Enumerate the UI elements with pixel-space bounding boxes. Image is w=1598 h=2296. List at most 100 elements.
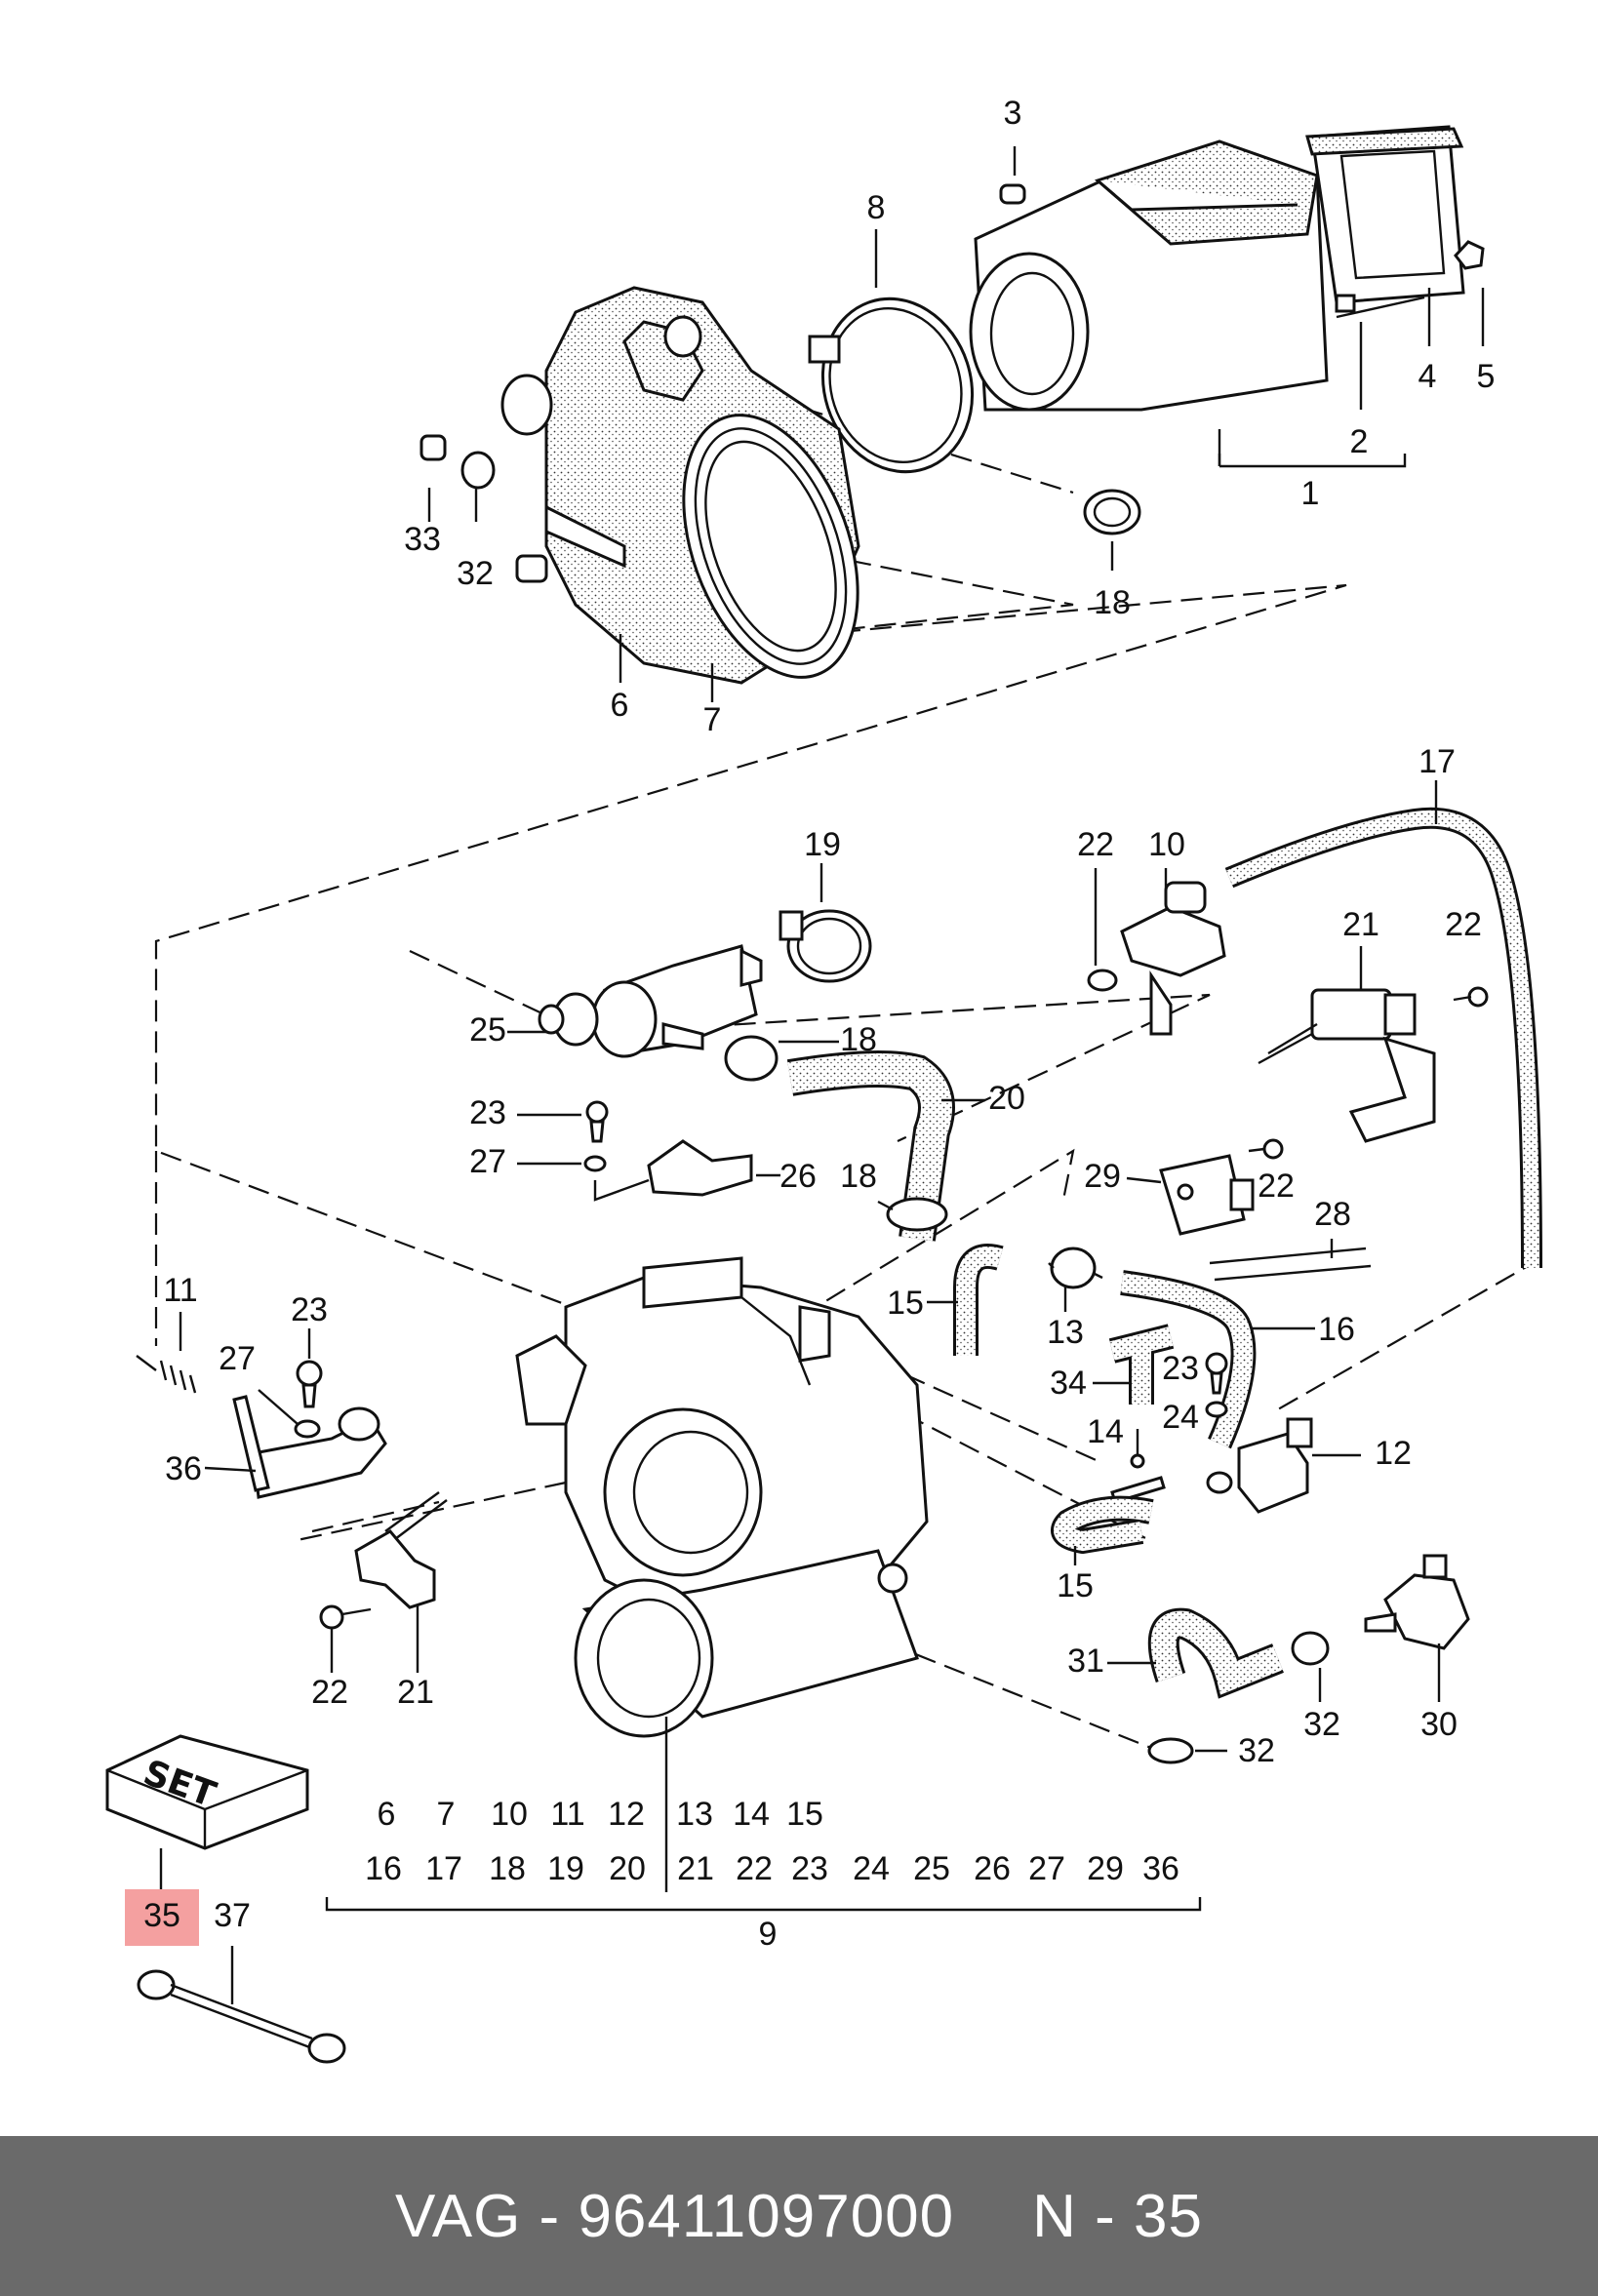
set-list-item: 19 — [547, 1850, 584, 1887]
throttle-body-assembly — [515, 1256, 929, 1738]
intake-seal-7 — [682, 414, 859, 679]
set-list-item: 14 — [733, 1796, 770, 1833]
callout-9: 9 — [759, 1916, 778, 1953]
callout-5: 5 — [1477, 358, 1496, 395]
set-box-35: SET — [105, 1734, 309, 1850]
set-list-item: 36 — [1142, 1850, 1179, 1887]
clamp-32-bottom — [1147, 1737, 1194, 1764]
t-piece-34 — [1109, 1326, 1174, 1405]
set-list-item: 16 — [365, 1850, 402, 1887]
callout-32: 32 — [457, 555, 494, 592]
callout-15: 15 — [887, 1285, 924, 1322]
position-prefix: N — [1032, 2182, 1077, 2250]
callout-23: 23 — [469, 1094, 506, 1131]
part-number: 96411097000 — [578, 2182, 955, 2250]
washer-27-mid — [583, 1155, 607, 1172]
set-list-item: 20 — [609, 1850, 646, 1887]
callout-13: 13 — [1047, 1314, 1084, 1351]
callout-35: 35 — [143, 1897, 180, 1934]
callout-25: 25 — [469, 1011, 506, 1049]
screw-23-right — [1205, 1352, 1228, 1395]
position-separator: - — [1095, 2182, 1116, 2250]
callout-7: 7 — [703, 701, 722, 738]
callout-6: 6 — [611, 687, 629, 724]
callout-18: 18 — [840, 1158, 877, 1195]
callout-32: 32 — [1303, 1706, 1340, 1743]
screw-23-left — [296, 1360, 323, 1408]
callout-27: 27 — [219, 1340, 256, 1377]
callout-15: 15 — [1057, 1567, 1094, 1604]
callout-32: 32 — [1238, 1732, 1275, 1769]
brand-separator: - — [539, 2182, 561, 2250]
callout-29: 29 — [1084, 1158, 1121, 1195]
hose-clamp-8 — [808, 297, 975, 474]
air-flow-meter — [969, 125, 1485, 412]
line-28 — [1209, 1247, 1372, 1282]
callout-20: 20 — [988, 1080, 1025, 1117]
callout-2: 2 — [1350, 423, 1369, 460]
set-list-item: 23 — [791, 1850, 828, 1887]
set-list-item: 12 — [608, 1796, 645, 1833]
set-list-item: 25 — [913, 1850, 950, 1887]
callout-30: 30 — [1420, 1706, 1458, 1743]
hose-31 — [1150, 1610, 1283, 1695]
callout-27: 27 — [469, 1143, 506, 1180]
position-highlight — [125, 1889, 199, 1946]
set-list-item: 29 — [1087, 1850, 1124, 1887]
callout-36: 36 — [165, 1450, 202, 1487]
bracket-26 — [647, 1139, 753, 1197]
vacuum-unit-10 — [1087, 881, 1226, 1036]
solenoid-valve-12 — [1206, 1417, 1313, 1514]
callout-12: 12 — [1375, 1435, 1412, 1472]
callout-23: 23 — [291, 1291, 328, 1328]
vacuum-tube-17 — [1225, 810, 1539, 1269]
connector-21-lower — [354, 1491, 448, 1609]
callout-22: 22 — [1445, 906, 1482, 943]
screw-22-right — [1453, 986, 1489, 1008]
callout-33: 33 — [404, 521, 441, 558]
callout-18: 18 — [840, 1021, 877, 1058]
screw-22-mid — [1248, 1138, 1284, 1160]
pressure-switch-30 — [1364, 1554, 1470, 1650]
callout-4: 4 — [1418, 358, 1437, 395]
callout-37: 37 — [214, 1897, 251, 1934]
washer-24 — [1205, 1401, 1228, 1418]
set-list-item: 10 — [491, 1796, 528, 1833]
leader-line — [258, 1389, 299, 1425]
set-list-item: 21 — [677, 1850, 714, 1887]
clamp-32-top — [460, 451, 496, 522]
set-list-item: 24 — [853, 1850, 890, 1887]
part-info-footer: VAG - 96411097000 N - 35 — [0, 2136, 1598, 2296]
callout-14: 14 — [1087, 1413, 1124, 1450]
rod-37 — [137, 1969, 346, 2064]
callout-26: 26 — [779, 1158, 817, 1195]
set-list-item: 17 — [425, 1850, 462, 1887]
callout-16: 16 — [1318, 1311, 1355, 1348]
callout-3: 3 — [1004, 95, 1022, 132]
callout-11: 11 — [163, 1272, 197, 1309]
callout-22: 22 — [1258, 1168, 1295, 1205]
callout-10: 10 — [1148, 826, 1185, 863]
callout-24: 24 — [1162, 1399, 1199, 1436]
leader-line — [877, 1200, 894, 1211]
cap-33 — [419, 434, 447, 522]
lever-bracket-36 — [232, 1395, 387, 1499]
callout-22: 22 — [1077, 826, 1114, 863]
callout-31: 31 — [1067, 1643, 1104, 1680]
t-connector-14 — [1110, 1453, 1166, 1504]
screw-22-lower-left — [319, 1604, 372, 1630]
hose-15-lower — [1054, 1498, 1153, 1552]
set-list-item: 26 — [974, 1850, 1011, 1887]
callout-17: 17 — [1418, 743, 1456, 780]
check-valve-13 — [1048, 1247, 1103, 1289]
callout-28: 28 — [1314, 1196, 1351, 1233]
washer-27-left — [294, 1419, 321, 1439]
hose-16 — [1120, 1273, 1254, 1448]
set-list-item: 7 — [437, 1796, 456, 1833]
set-list-item: 11 — [550, 1796, 584, 1833]
clamp-32-right — [1291, 1631, 1330, 1666]
callout-8: 8 — [867, 189, 886, 226]
